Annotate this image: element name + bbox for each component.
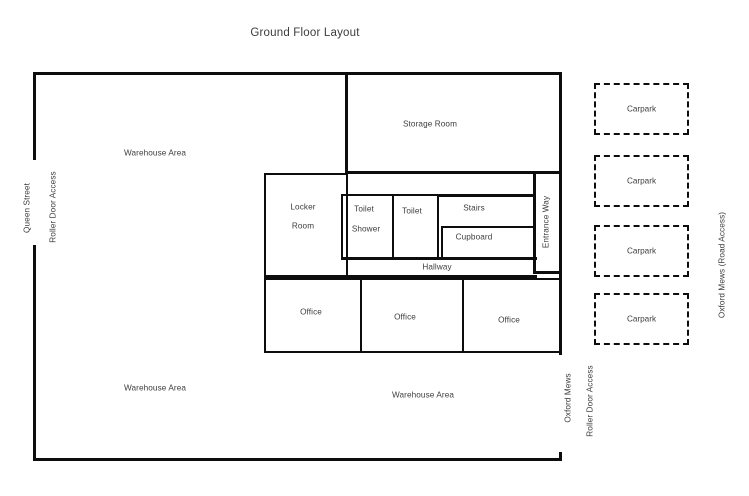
room-cupboard — [441, 226, 535, 259]
room-toilet — [392, 194, 439, 259]
label-stairs: Stairs — [463, 203, 485, 213]
label-oxford-mews-road-access: Oxford Mews (Road Access) — [717, 211, 727, 319]
wall-stairs-top — [437, 194, 535, 197]
outer-wall-left-lower — [33, 245, 36, 461]
carpark-3: Carpark — [594, 225, 689, 277]
label-cupboard: Cupboard — [455, 232, 493, 242]
label-office-middle: Office — [394, 312, 416, 322]
label-toilet: Toilet — [402, 206, 422, 216]
carpark-2: Carpark — [594, 155, 689, 207]
outer-wall-bottom — [33, 458, 562, 461]
label-entrance-way: Entrance Way — [541, 195, 551, 249]
label-roller-door-access-right: Roller Door Access — [585, 365, 595, 437]
carpark-label: Carpark — [626, 176, 657, 186]
wall-hallway-bottom — [264, 275, 537, 278]
label-office-right: Office — [498, 315, 520, 325]
wall-storage-room-bottom — [345, 171, 562, 174]
outer-wall-right-upper — [559, 72, 562, 355]
page-title: Ground Floor Layout — [250, 27, 360, 39]
wall-storage-room-left — [345, 72, 348, 173]
wall-hallway-top — [341, 257, 537, 260]
outer-wall-left-upper — [33, 72, 36, 160]
label-toilet-shower-line2: Shower — [351, 224, 381, 234]
label-locker-room-line2: Room — [291, 221, 315, 231]
outer-wall-top — [33, 72, 562, 75]
wall-entrance-way-left — [533, 171, 536, 273]
label-warehouse-bottom-left: Warehouse Area — [123, 383, 187, 393]
label-queen-street: Queen Street — [22, 183, 32, 233]
label-warehouse-bottom-right: Warehouse Area — [391, 390, 455, 400]
wall-entrance-way-bottom — [533, 271, 562, 274]
room-office-right — [462, 278, 562, 353]
label-hallway: Hallway — [422, 262, 452, 272]
label-office-left: Office — [300, 307, 322, 317]
carpark-1: Carpark — [594, 83, 689, 135]
label-storage-room: Storage Room — [403, 119, 457, 129]
carpark-label: Carpark — [626, 314, 657, 324]
label-roller-door-access-left: Roller Door Access — [48, 171, 58, 243]
carpark-label: Carpark — [626, 246, 657, 256]
label-toilet-shower-line1: Toilet — [354, 204, 374, 214]
carpark-label: Carpark — [626, 104, 657, 114]
label-oxford-mews-inner: Oxford Mews — [563, 373, 573, 423]
carpark-4: Carpark — [594, 293, 689, 345]
outer-wall-right-lower — [559, 452, 562, 461]
label-locker-room-line1: Locker — [290, 202, 316, 212]
label-warehouse-top: Warehouse Area — [123, 148, 187, 158]
